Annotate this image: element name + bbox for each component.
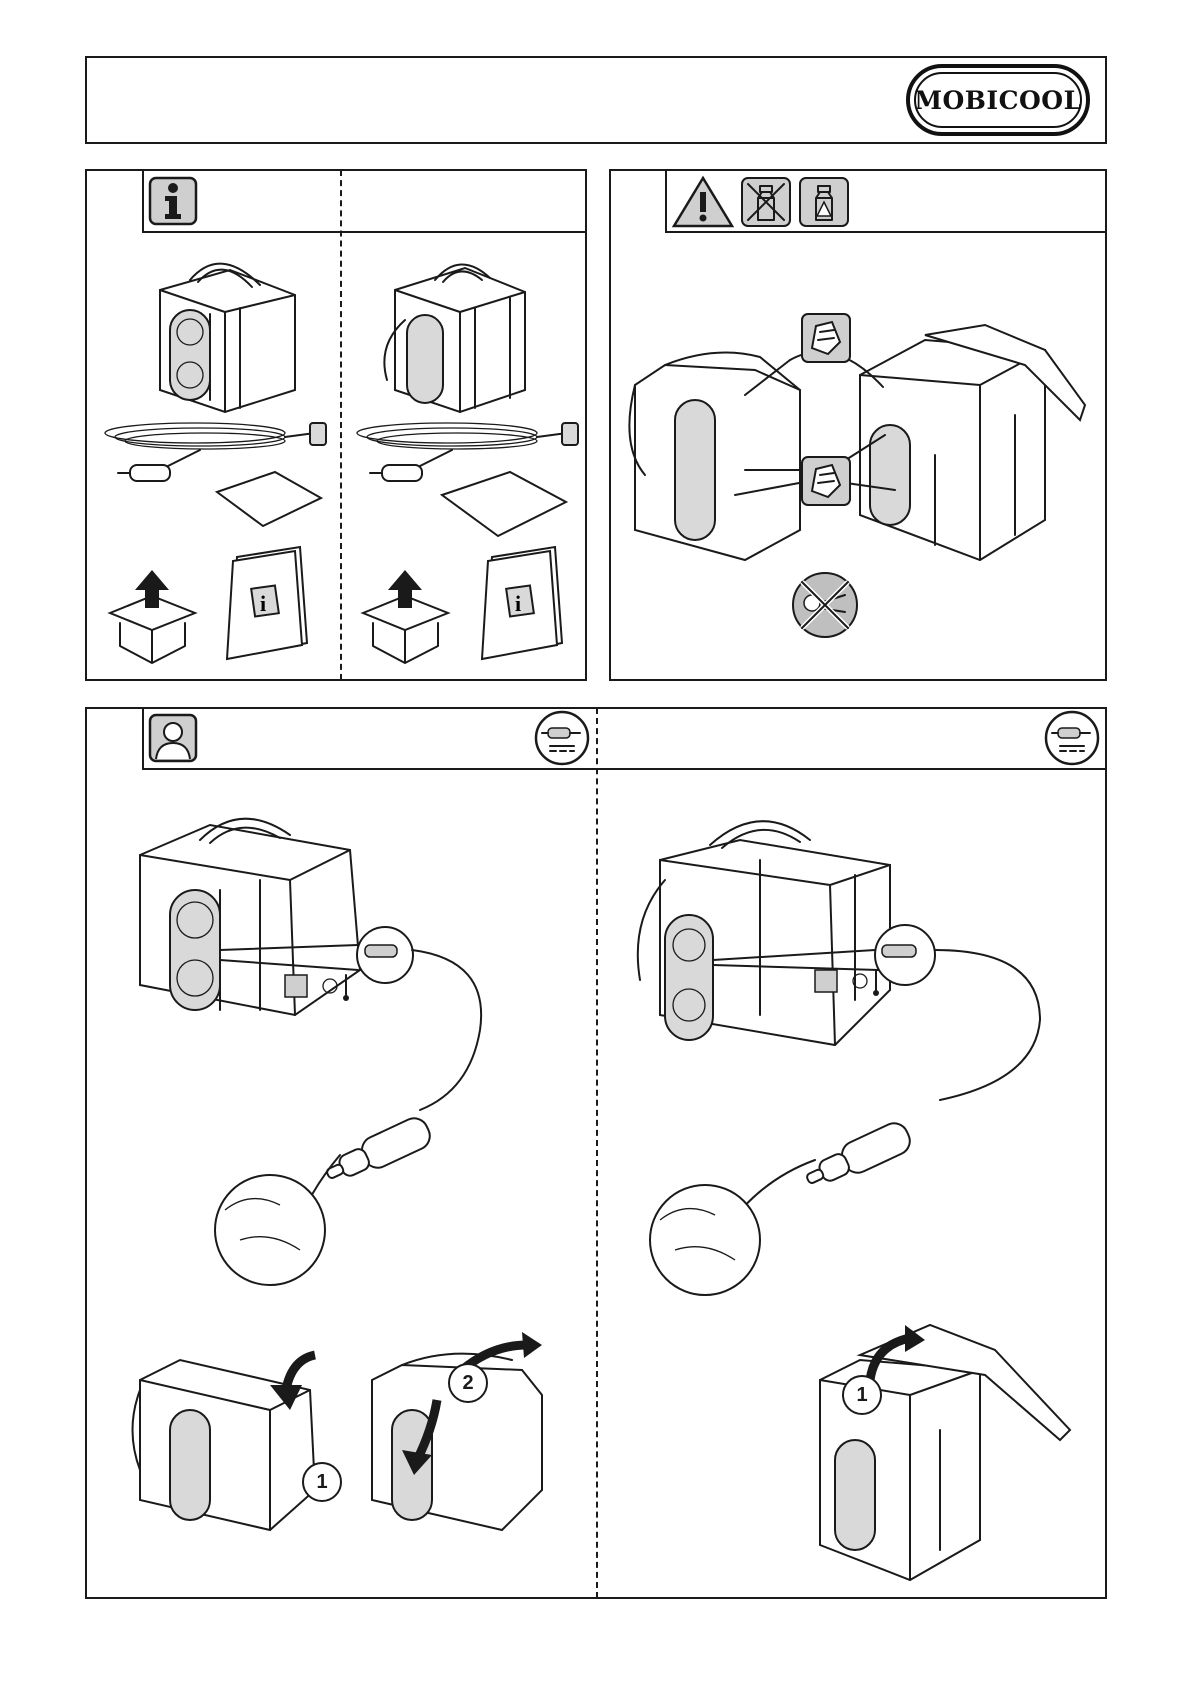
warranty-card-left — [215, 470, 325, 530]
brand-logo-text: MOBICOOL — [914, 86, 1081, 115]
cooler-bag-small-illustration — [150, 250, 310, 415]
dc-plug-icon-left — [534, 710, 590, 766]
unpack-box-icon-left — [105, 568, 200, 668]
svg-text:i: i — [515, 591, 521, 616]
step-number-2: 2 — [448, 1363, 488, 1403]
delivery-divider — [340, 170, 342, 680]
operation-panel-tab — [142, 768, 1106, 770]
manual-booklet-left: i — [225, 545, 310, 665]
user-icon — [148, 713, 198, 763]
connect-large-bag-illustration — [610, 800, 1070, 1300]
wipe-cloth-icon-2 — [800, 455, 852, 507]
dc-plug-icon-right — [1044, 710, 1100, 766]
warning-triangle-icon — [672, 176, 734, 228]
info-icon — [148, 176, 198, 226]
connect-small-bag-illustration — [130, 810, 560, 1285]
step-number-1-large: 1 — [842, 1375, 882, 1415]
delivery-panel-tab — [142, 231, 586, 233]
caution-spray-icon — [798, 176, 850, 228]
cooler-bag-large-illustration — [375, 250, 545, 415]
no-dishwasher-icon — [790, 570, 860, 640]
svg-text:i: i — [260, 591, 266, 616]
warranty-card-right — [440, 470, 570, 540]
step-number-1: 1 — [302, 1462, 342, 1502]
cleaning-panel-tab — [665, 231, 1106, 233]
unpack-box-icon-right — [358, 568, 453, 668]
brand-logo: MOBICOOL — [906, 64, 1090, 136]
operation-divider — [596, 708, 598, 1598]
no-chemical-spray-icon — [740, 176, 792, 228]
open-lid-step-1-illustration — [120, 1340, 340, 1540]
wipe-cloth-icon — [800, 312, 852, 364]
cleaning-illustration — [625, 305, 1110, 570]
manual-booklet-right: i — [480, 545, 565, 665]
open-lid-large-illustration — [780, 1310, 1080, 1595]
